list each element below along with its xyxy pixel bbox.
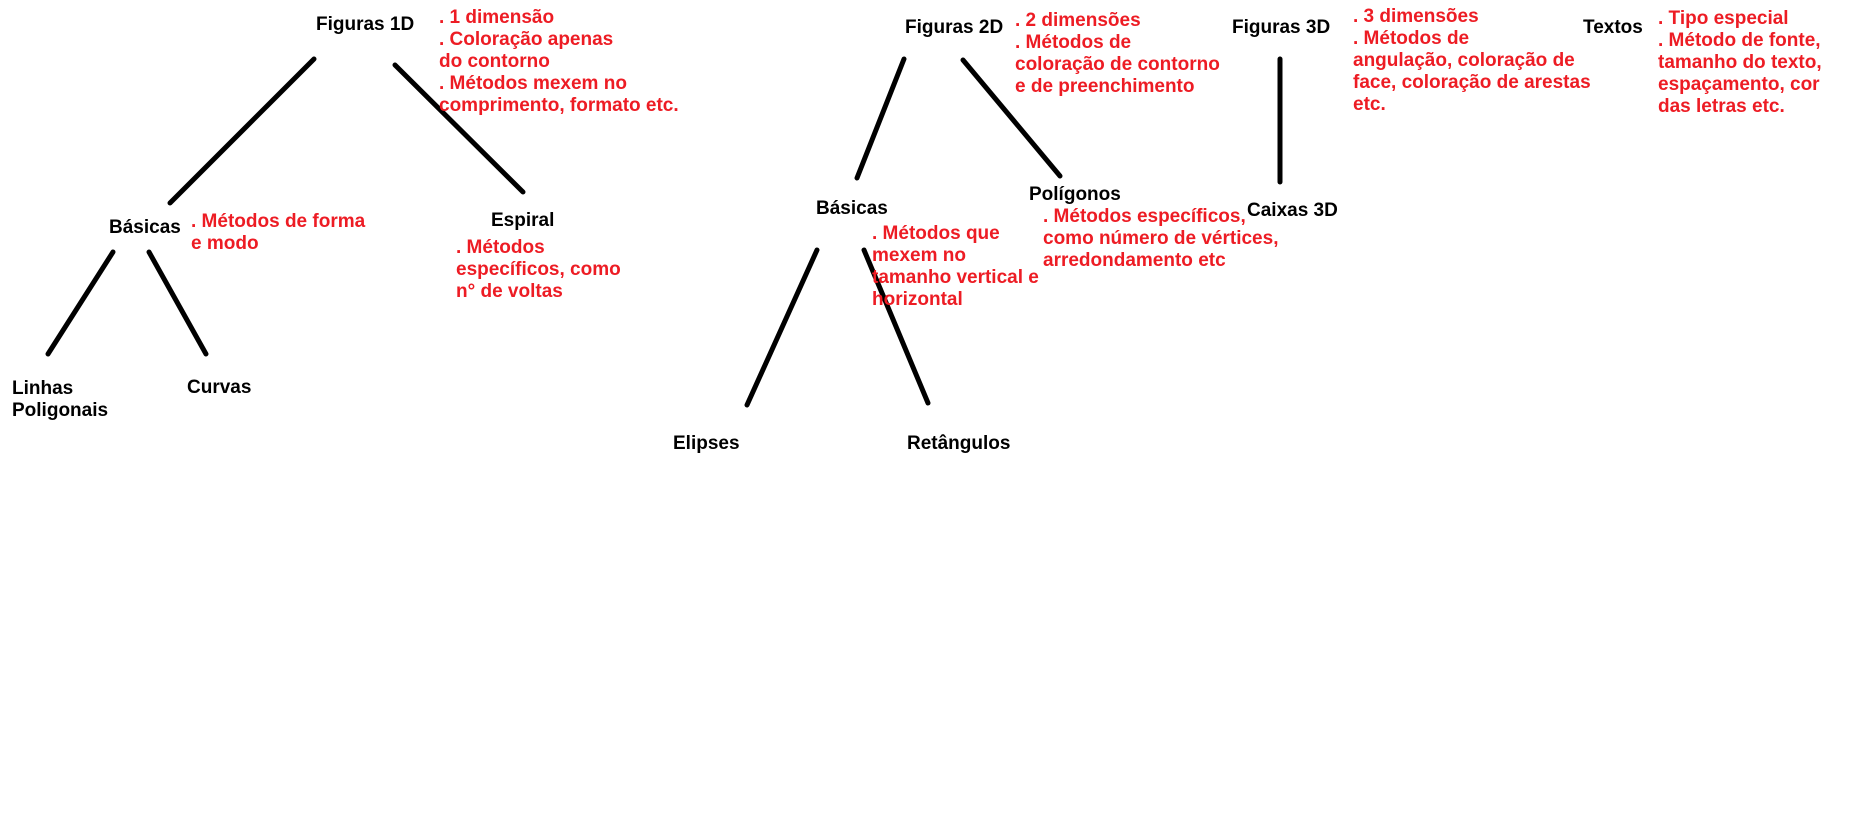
edge-figuras1d-basicas	[167, 56, 317, 206]
node-textos: Textos	[1583, 17, 1643, 38]
note-poligonos: . Métodos específicos, como número de vé…	[1043, 206, 1279, 271]
note-figuras-3d: . 3 dimensões . Métodos de angulação, co…	[1353, 6, 1591, 115]
edge-figuras1d-espiral	[392, 62, 526, 195]
edge-figuras2d-basicas	[854, 56, 907, 181]
edge-figuras2d-poligonos	[960, 57, 1063, 179]
edge-basicas2d-elipses	[744, 247, 820, 408]
node-basicas-2d: Básicas	[816, 198, 888, 219]
node-linhas-poligonais: Linhas Poligonais	[12, 378, 109, 421]
note-figuras-1d: . 1 dimensão . Coloração apenas do conto…	[439, 7, 679, 116]
node-retangulos: Retângulos	[907, 433, 1011, 454]
node-poligonos: Polígonos	[1029, 184, 1121, 205]
edge-basicas1d-linhas-poligonais	[45, 249, 116, 357]
node-caixas-3d: Caixas 3D	[1247, 200, 1338, 221]
node-elipses: Elipses	[673, 433, 740, 454]
note-textos: . Tipo especial . Método de fonte, taman…	[1658, 8, 1822, 117]
node-figuras-3d: Figuras 3D	[1232, 17, 1331, 38]
node-figuras-2d: Figuras 2D	[905, 17, 1004, 38]
node-espiral: Espiral	[491, 210, 555, 231]
edge-basicas1d-curvas	[146, 249, 209, 357]
edge-basicas2d-retangulos	[861, 247, 931, 406]
node-curvas: Curvas	[187, 377, 252, 398]
note-figuras-2d: . 2 dimensões . Métodos de coloração de …	[1015, 10, 1220, 97]
note-basicas-2d: . Métodos que mexem no tamanho vertical …	[872, 223, 1039, 310]
node-figuras-1d: Figuras 1D	[316, 14, 415, 35]
note-basicas-1d: . Métodos de forma e modo	[191, 211, 366, 254]
note-espiral: . Métodos específicos, como n° de voltas	[456, 237, 621, 302]
node-basicas-1d: Básicas	[109, 217, 181, 238]
